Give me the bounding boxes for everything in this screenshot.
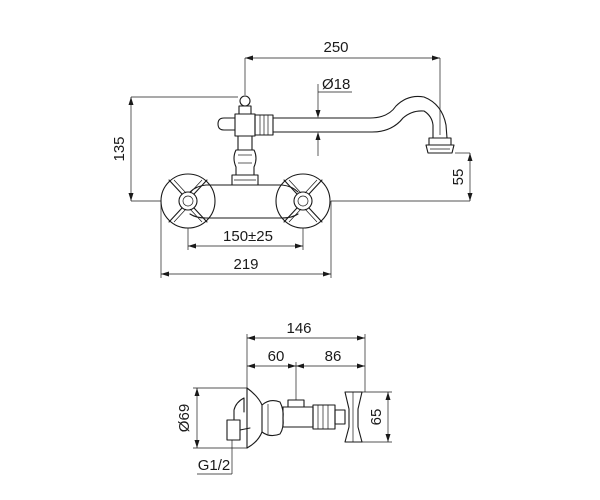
dimension-250: 250 bbox=[245, 39, 440, 61]
dim-handle-height-label: 65 bbox=[368, 409, 385, 426]
dimension-150: 150±25 bbox=[188, 228, 303, 249]
dimension-55: 55 bbox=[450, 153, 473, 201]
dim-rosette-diameter-label: Ø69 bbox=[176, 404, 193, 432]
front-view: 250 Ø18 135 55 150±25 bbox=[111, 39, 473, 278]
left-cross-handle bbox=[160, 173, 216, 229]
right-cross-handle bbox=[275, 173, 331, 229]
central-column bbox=[217, 95, 274, 186]
dim-handle-offset-label: 86 bbox=[325, 348, 342, 365]
side-view: 146 60 86 Ø69 65 bbox=[176, 320, 392, 475]
dim-height-label: 135 bbox=[111, 136, 128, 161]
dimension-65: 65 bbox=[368, 392, 391, 442]
rosette bbox=[246, 387, 263, 449]
dimension-219: 219 bbox=[161, 256, 331, 277]
dim-spout-outlet-label: 55 bbox=[450, 169, 467, 186]
dim-centers-label: 150±25 bbox=[223, 228, 273, 245]
swan-neck-spout bbox=[272, 95, 455, 154]
mixer-body bbox=[189, 184, 299, 219]
side-extension-lines bbox=[193, 334, 392, 475]
front-extension-lines bbox=[131, 58, 470, 278]
dimension-60: 60 bbox=[247, 348, 296, 369]
dimension-146: 146 bbox=[247, 320, 365, 341]
dimension-86: 86 bbox=[296, 348, 365, 369]
dim-spout-reach-label: 250 bbox=[323, 39, 348, 56]
dim-spout-diameter-label: Ø18 bbox=[322, 76, 350, 93]
dim-thread-label: G1/2 bbox=[198, 457, 231, 474]
dimension-diameter-69: Ø69 bbox=[176, 388, 200, 448]
dimension-135: 135 bbox=[111, 97, 134, 201]
dim-overall-width-label: 219 bbox=[233, 256, 258, 273]
dim-overall-depth-label: 146 bbox=[286, 320, 311, 337]
side-cross-handle bbox=[344, 391, 363, 443]
wall-connector bbox=[226, 397, 251, 441]
dim-to-spout-label: 60 bbox=[268, 348, 285, 365]
side-body bbox=[261, 399, 346, 437]
dimension-diameter-18: Ø18 bbox=[315, 76, 352, 140]
